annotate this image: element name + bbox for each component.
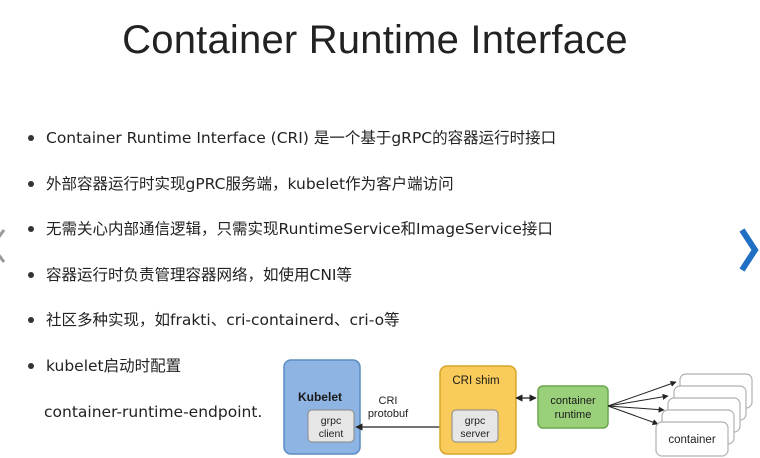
bullet-dot-icon (28, 271, 34, 278)
bullet-item: Container Runtime Interface (CRI) 是一个基于g… (26, 124, 556, 170)
runtime-line1: container (550, 395, 596, 407)
bullet-text: Container Runtime Interface (CRI) 是一个基于g… (46, 129, 557, 147)
endpoint-flag-text: container-runtime-endpoint. (44, 403, 263, 421)
container-runtime-box (537, 385, 609, 429)
bullet-item: kubelet启动时配置 (26, 352, 556, 398)
bullet-text: kubelet启动时配置 (46, 356, 182, 375)
slide-title: Container Runtime Interface (122, 18, 628, 62)
bullet-dot-icon (28, 135, 34, 141)
link-label-line2: protobuf (368, 408, 409, 420)
grpc-server-box (451, 409, 499, 443)
container-box-front (655, 421, 729, 457)
bullet-dot-icon (28, 317, 34, 323)
bullet-item: 外部容器运行时实现gPRC服务端，kubelet作为客户端访问 (26, 170, 556, 216)
cri-shim-title: CRI shim (452, 375, 499, 387)
chevron-right-icon[interactable] (738, 226, 760, 274)
grpc-client-line2: client (319, 428, 344, 440)
bullet-dot-icon (28, 226, 34, 232)
cri-architecture-diagram: Kubelet grpc client CRI protobuf CRI shi… (283, 359, 753, 457)
fanout-arrow (607, 405, 665, 413)
bullet-list: Container Runtime Interface (CRI) 是一个基于g… (26, 124, 556, 397)
kubelet-title: Kubelet (298, 390, 342, 404)
link-label-line1: CRI (379, 395, 398, 407)
grpc-server-line2: server (460, 428, 490, 440)
fanout-arrow (607, 393, 669, 407)
bullet-item: 容器运行时负责管理容器网络，如使用CNI等 (26, 261, 556, 307)
bullet-text: 社区多种实现，如frakti、cri-containerd、cri-o等 (46, 311, 400, 329)
runtime-line2: runtime (555, 409, 592, 421)
container-label: container (668, 434, 715, 446)
grpc-client-line1: grpc (321, 415, 341, 427)
bullet-item: 无需关心内部通信逻辑，只需实现RuntimeService和ImageServi… (26, 215, 556, 261)
bullet-item: 社区多种实现，如frakti、cri-containerd、cri-o等 (26, 306, 556, 352)
fanout-arrow (607, 405, 659, 425)
bullet-dot-icon (28, 362, 34, 369)
grpc-server-line1: grpc (465, 415, 485, 427)
bullet-text: 无需关心内部通信逻辑，只需实现RuntimeService和ImageServi… (46, 220, 553, 238)
bullet-dot-icon (28, 180, 34, 187)
chevron-left-icon[interactable] (0, 226, 8, 266)
bullet-text: 外部容器运行时实现gPRC服务端，kubelet作为客户端访问 (46, 174, 454, 193)
bullet-text: 容器运行时负责管理容器网络，如使用CNI等 (46, 265, 352, 284)
fanout-arrow (607, 380, 677, 407)
grpc-client-box (307, 409, 355, 443)
